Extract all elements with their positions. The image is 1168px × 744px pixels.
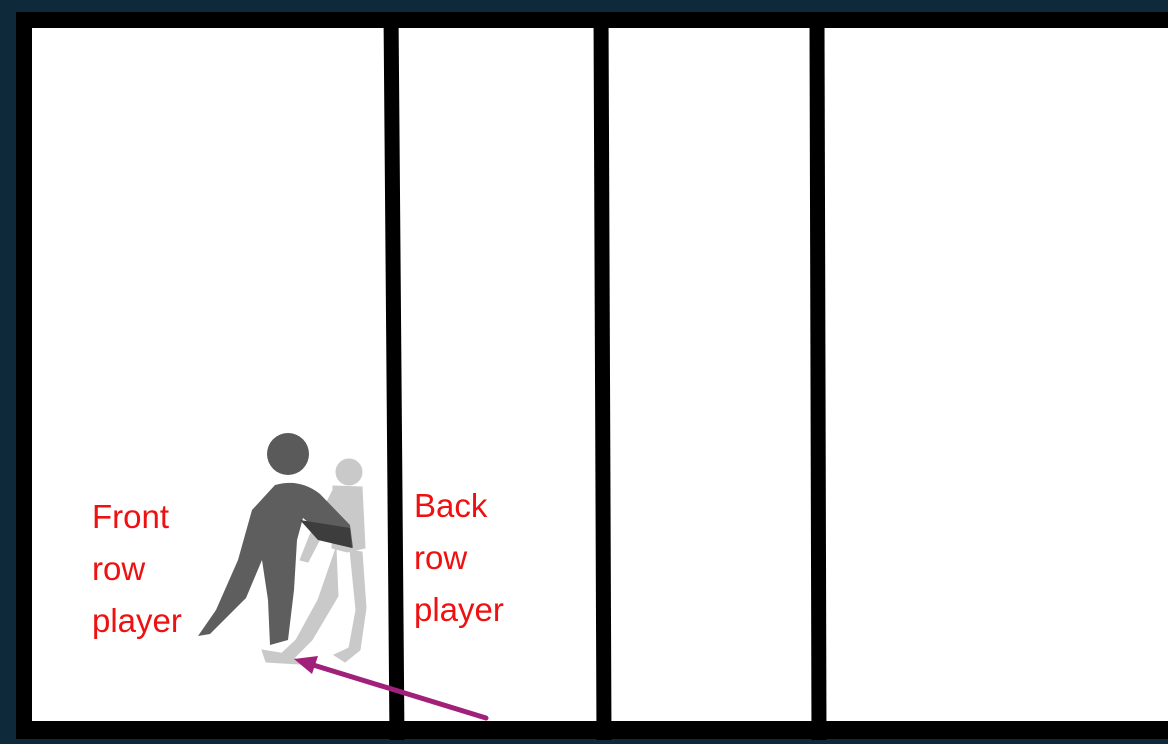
back-row-player-label: Back row player xyxy=(414,480,534,636)
court-line-1 xyxy=(391,12,397,740)
front-row-player-label: Front row player xyxy=(92,491,212,647)
court-line-2 xyxy=(601,12,604,740)
court-line-3 xyxy=(817,22,819,740)
